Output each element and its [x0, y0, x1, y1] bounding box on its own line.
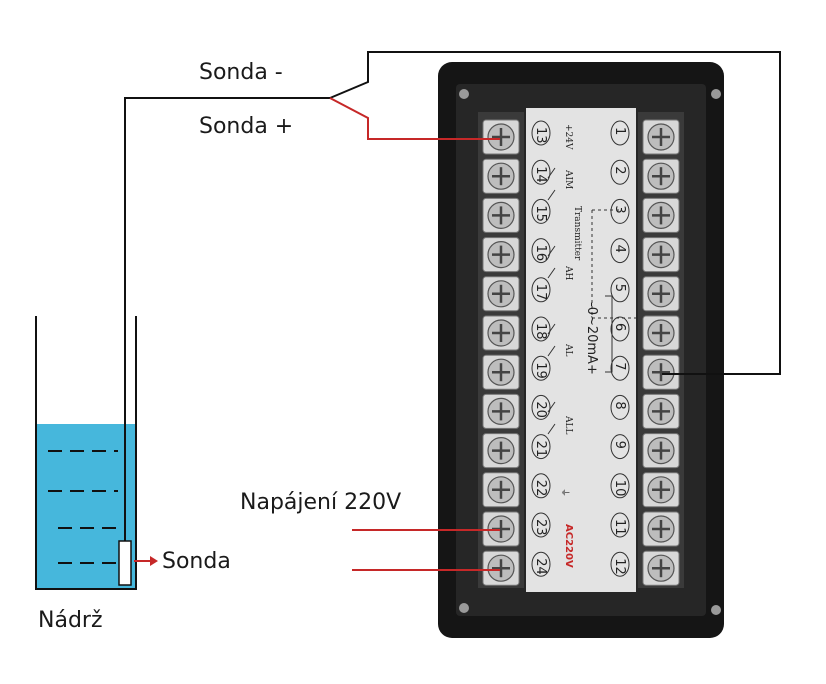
label-current-loop: -0~20mA+ — [584, 302, 599, 375]
terminal-number-ring — [610, 238, 630, 264]
terminal-number-ring — [531, 434, 551, 460]
label-napajeni: Napájení 220V — [240, 490, 401, 515]
terminal-number-ring — [610, 394, 630, 420]
terminal-number-right: 7 — [612, 362, 627, 370]
terminal-number-ring — [610, 434, 630, 460]
terminal-number-right: 5 — [612, 284, 627, 292]
terminal-number-ring — [531, 159, 551, 185]
terminal-number-ring — [531, 120, 551, 146]
terminal-number-ring — [610, 198, 630, 224]
label-aim: AIM — [563, 169, 573, 189]
terminal-number-ring — [531, 473, 551, 499]
label-24v: +24V — [563, 124, 573, 150]
terminal-number-ring — [531, 238, 551, 264]
terminal-number-right: 12 — [612, 558, 627, 575]
wire-sonda-minus — [329, 51, 781, 375]
label-ac220v: AC220V — [563, 524, 574, 568]
terminal-number-ring — [610, 512, 630, 538]
terminal-number-right: 1 — [612, 127, 627, 135]
mounting-screw-icon — [459, 603, 469, 613]
terminal-number-ring — [610, 473, 630, 499]
terminal-number-right: 2 — [612, 166, 627, 174]
label-sonda: Sonda — [162, 549, 231, 574]
label-ah: AH — [563, 265, 573, 280]
label-transmitter: Transmitter — [572, 206, 582, 261]
terminal-number-ring — [610, 316, 630, 342]
panel-circuit-marks — [547, 167, 636, 435]
label-sonda-plus: Sonda + — [199, 114, 293, 139]
terminal-number-left: 15 — [533, 205, 548, 222]
wires — [124, 51, 781, 571]
wire-sonda-plus — [329, 97, 500, 140]
terminal-number-left: 16 — [533, 245, 548, 262]
terminal-number-left: 23 — [533, 519, 548, 536]
terminal-number-left: 19 — [533, 362, 548, 379]
terminal-number-right: 4 — [612, 245, 627, 253]
terminal-number-right: 10 — [612, 480, 627, 497]
terminal-number-ring — [610, 159, 630, 185]
terminal-number-ring — [610, 120, 630, 146]
label-sonda-minus: Sonda - — [199, 60, 283, 85]
terminal-number-left: 24 — [533, 558, 548, 575]
terminal-number-ring — [531, 355, 551, 381]
probe-cable — [124, 97, 330, 541]
label-al: AL — [563, 343, 573, 356]
mounting-screw-icon — [711, 89, 721, 99]
terminal-number-ring — [610, 551, 630, 577]
terminal-number-right: 9 — [612, 441, 627, 449]
terminal-number-right: 11 — [612, 519, 627, 536]
terminal-number-ring — [531, 198, 551, 224]
terminal-number-left: 21 — [533, 441, 548, 458]
ground-icon: ⏚ — [559, 488, 570, 497]
terminal-number-left: 14 — [533, 166, 548, 183]
terminal-labels: 13 1 14 2 15 3 16 4 17 5 18 6 19 7 20 8 21 9 22 10 23 11 24 12 — [531, 120, 630, 577]
terminal-number-ring — [531, 551, 551, 577]
probe-sensor — [118, 540, 132, 586]
terminal-number-left: 17 — [533, 284, 548, 301]
arrow-head-icon — [150, 556, 158, 566]
label-all: ALL — [563, 415, 573, 434]
terminal-number-ring — [610, 277, 630, 303]
terminal-number-right: 8 — [612, 401, 627, 409]
terminal-number-ring — [531, 394, 551, 420]
terminal-number-left: 13 — [533, 127, 548, 144]
mounting-screw-icon — [711, 605, 721, 615]
tank — [35, 316, 137, 590]
water-level-marks — [48, 450, 118, 564]
terminal-number-ring — [610, 355, 630, 381]
label-nadrz: Nádrž — [38, 608, 103, 633]
tank-walls — [35, 316, 137, 590]
terminal-number-left: 20 — [533, 401, 548, 418]
mounting-screw-icon — [459, 89, 469, 99]
terminal-number-ring — [531, 316, 551, 342]
terminal-number-left: 18 — [533, 323, 548, 340]
terminal-number-right: 3 — [612, 205, 627, 213]
label-panel — [526, 108, 636, 592]
terminal-number-ring — [531, 277, 551, 303]
terminal-screws — [482, 119, 680, 586]
terminal-number-left: 22 — [533, 480, 548, 497]
terminal-number-right: 6 — [612, 323, 627, 331]
terminal-number-ring — [531, 512, 551, 538]
